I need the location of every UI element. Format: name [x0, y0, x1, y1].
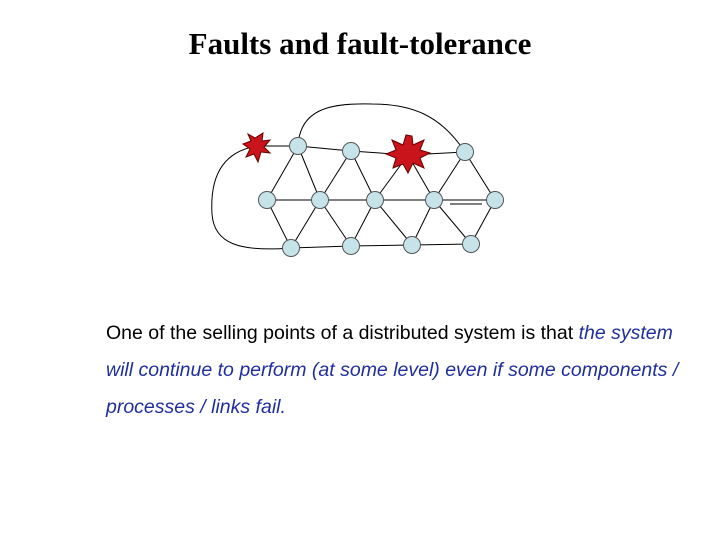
- network-node: [486, 191, 504, 209]
- network-node: [342, 142, 360, 160]
- body-emphasis: the system will continue to perform (at …: [106, 322, 679, 418]
- link: [464, 151, 496, 201]
- body-lead: One of the selling points of a distribut…: [106, 322, 579, 344]
- slide-title: Faults and fault-tolerance: [188, 26, 532, 61]
- body-text: One of the selling points of a distribut…: [106, 315, 696, 426]
- link: [297, 145, 321, 201]
- network-node: [289, 137, 307, 155]
- link: [350, 150, 376, 201]
- network-node: [462, 235, 480, 253]
- fault-burst-icon: [384, 134, 432, 175]
- network-node: [258, 191, 276, 209]
- link: [374, 199, 413, 246]
- fault-burst-icon: [241, 132, 272, 164]
- network-diagram: [211, 103, 504, 257]
- link: [266, 145, 299, 201]
- network-node: [425, 191, 443, 209]
- link: [433, 151, 466, 201]
- network-node: [311, 191, 329, 209]
- link: [433, 199, 472, 245]
- link: [290, 245, 352, 249]
- network-node: [403, 236, 421, 254]
- link: [411, 243, 472, 246]
- link: [350, 244, 413, 247]
- network-node: [366, 191, 384, 209]
- network-node: [456, 143, 474, 161]
- link: [319, 150, 352, 201]
- link-curve-top: [297, 103, 466, 153]
- network-node: [282, 239, 300, 257]
- link: [319, 199, 352, 247]
- network-node: [342, 237, 360, 255]
- link-curve-left: [211, 145, 292, 250]
- link: [290, 199, 321, 249]
